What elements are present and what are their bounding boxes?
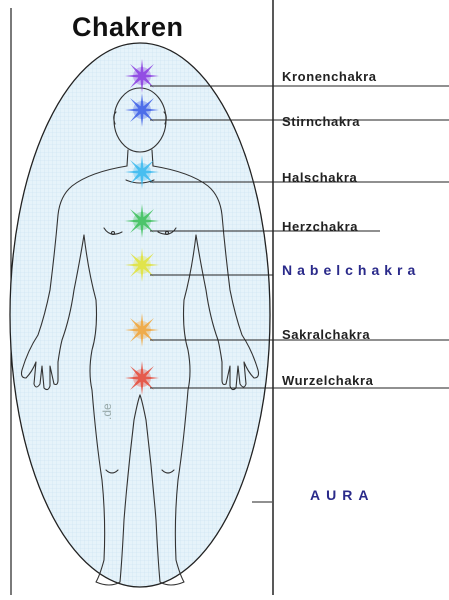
aura-label: AURA	[310, 487, 374, 503]
diagram-title: Chakren	[72, 12, 184, 43]
chakra-star-sakralchakra	[125, 313, 159, 347]
chakra-label-nabelchakra: Nabelchakra	[282, 262, 420, 278]
chakra-label-herzchakra: Herzchakra	[282, 219, 358, 234]
chakra-star-stirnchakra	[125, 93, 159, 127]
watermark-text: .de	[100, 403, 114, 420]
chakra-star-kronenchakra	[125, 59, 159, 93]
chakra-star-wurzelchakra	[125, 361, 159, 395]
chakra-star-halschakra	[125, 155, 159, 189]
chakra-star-nabelchakra	[125, 248, 159, 282]
chakra-label-wurzelchakra: Wurzelchakra	[282, 373, 374, 388]
chakra-star-herzchakra	[125, 204, 159, 238]
chakra-label-halschakra: Halschakra	[282, 170, 357, 185]
chakra-label-sakralchakra: Sakralchakra	[282, 327, 370, 342]
chakra-label-kronenchakra: Kronenchakra	[282, 69, 377, 84]
aura-ellipse	[10, 43, 270, 587]
chakra-label-stirnchakra: Stirnchakra	[282, 114, 360, 129]
